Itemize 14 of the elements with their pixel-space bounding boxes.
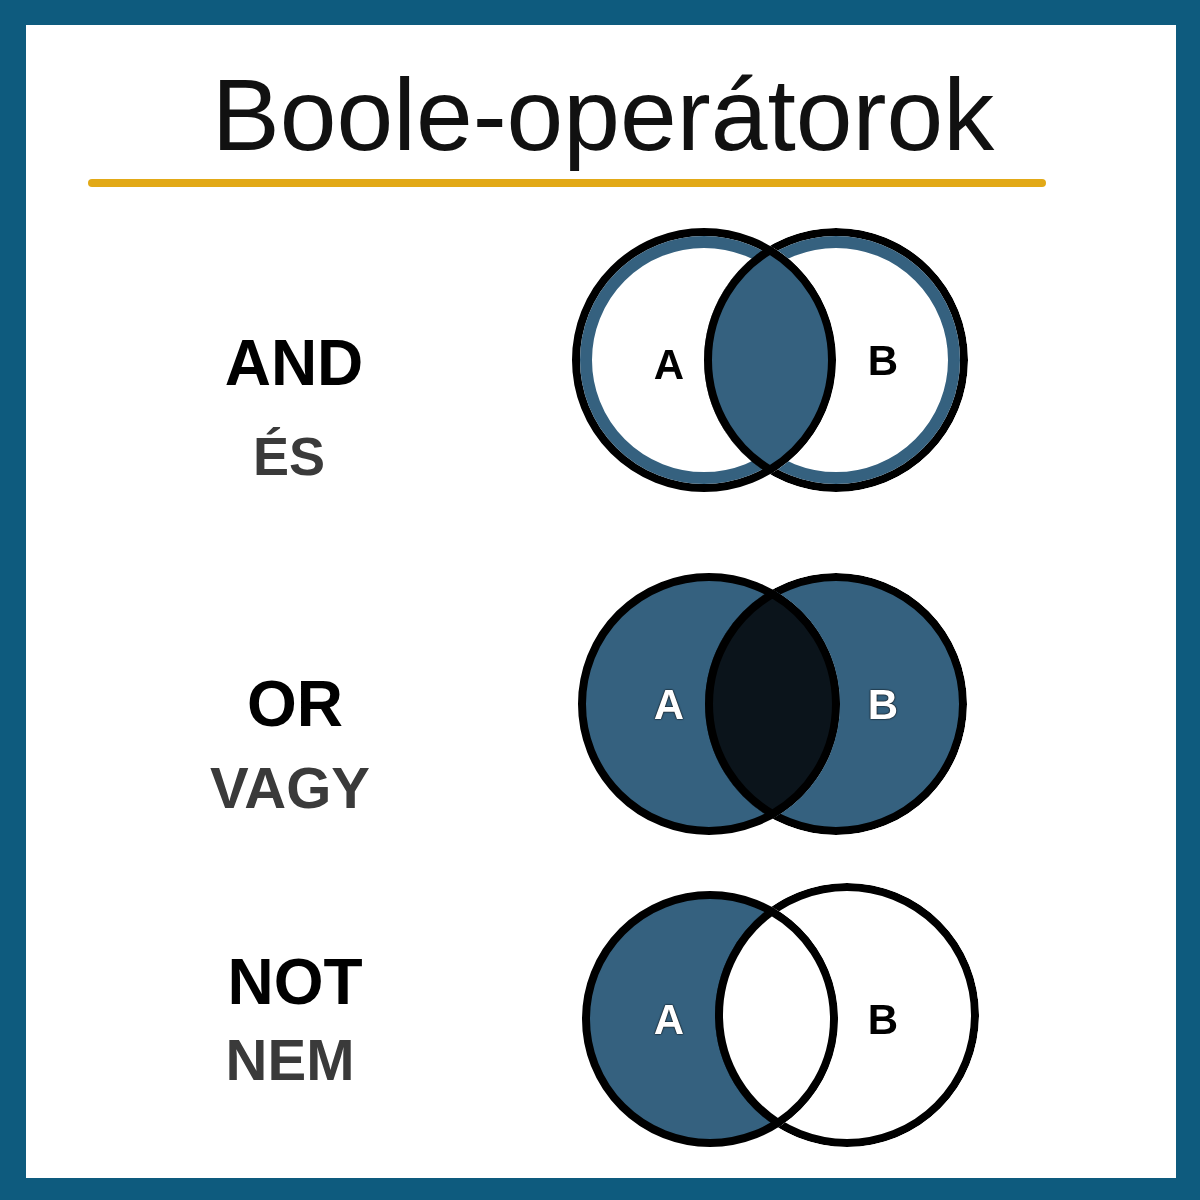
set-label: B [867,996,899,1045]
translation-label: VAGY [209,753,371,822]
operator-label: AND [224,326,364,402]
venn-circle [572,228,836,492]
set-label: B [867,681,899,730]
operator-label: NOT [227,945,363,1021]
set-label: A [653,996,685,1045]
translation-label: NEM [225,1025,355,1094]
title: Boole-operátorok [211,56,995,174]
set-label: A [653,681,685,730]
operator-label: OR [247,667,343,743]
set-label: A [653,341,685,390]
translation-label: ÉS [253,424,325,488]
set-label: B [867,337,899,386]
